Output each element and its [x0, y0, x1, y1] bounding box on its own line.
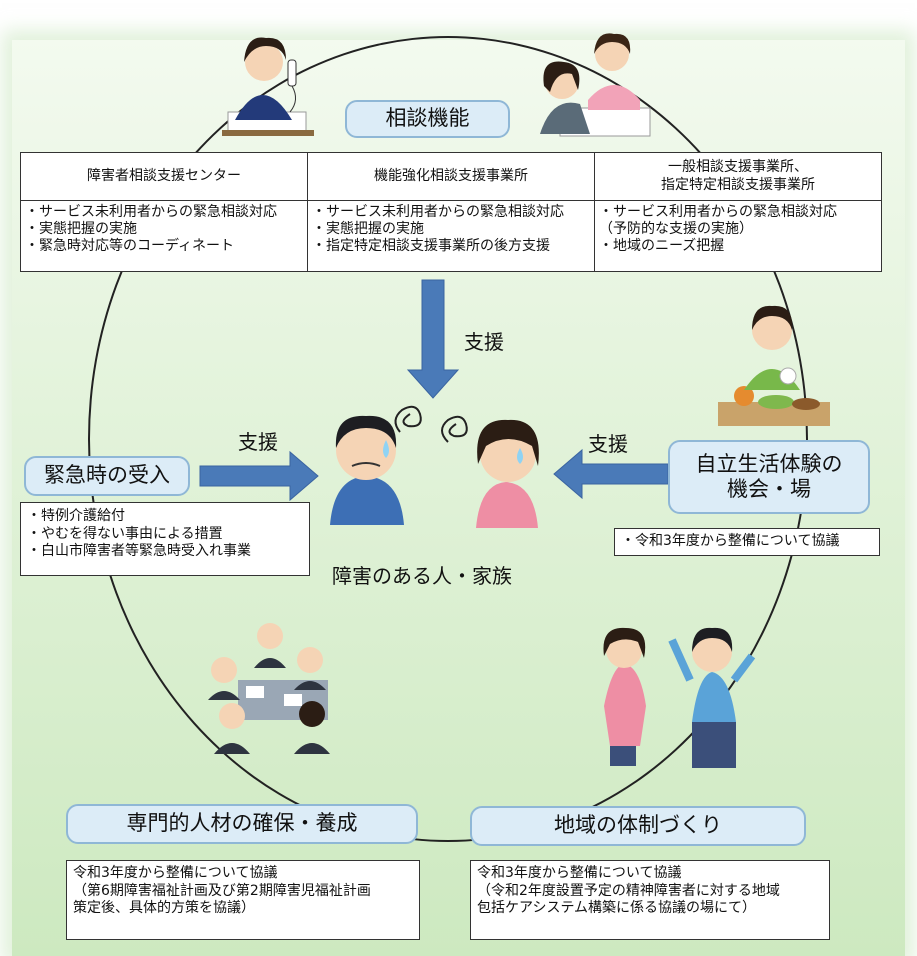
emergency-acceptance-title: 緊急時の受入 — [24, 456, 190, 496]
worried-woman-illustration — [476, 419, 539, 528]
column-items: ・サービス未利用者からの緊急相談対応 ・実態把握の実施 ・緊急時対応等のコーディ… — [20, 200, 308, 272]
list-item: ・特例介護給付 — [27, 508, 125, 524]
list-item: ・実態把握の実施 — [312, 221, 424, 238]
list-item: ・サービス未利用者からの緊急相談対応 — [312, 204, 564, 220]
worried-man-illustration — [330, 415, 404, 525]
emergency-acceptance-box: ・特例介護給付 ・やむを得ない事由による措置 ・白山市障害者等緊急時受入れ事業 — [20, 502, 310, 576]
column-items: ・サービス利用者からの緊急相談対応 （予防的な支援の実施） ・地域のニーズ把握 — [594, 200, 882, 272]
arrow-left-support — [553, 448, 669, 500]
list-item: ・実態把握の実施 — [25, 221, 137, 238]
independent-living-title: 自立生活体験の 機会・場 — [668, 440, 870, 514]
people-with-disabilities-label: 障害のある人・家族 — [332, 564, 512, 588]
column-items: ・サービス未利用者からの緊急相談対応 ・実態把握の実施 ・指定特定相談支援事業所… — [307, 200, 595, 272]
arrow-right-support — [199, 450, 319, 502]
support-cycle-circle — [88, 36, 808, 842]
list-item: ・地域のニーズ把握 — [599, 238, 725, 255]
consult-function-title: 相談機能 — [345, 100, 510, 138]
phone-operator-illustration — [222, 37, 314, 136]
meeting-group-illustration — [208, 623, 330, 754]
list-item: ・指定特定相談支援事業所の後方支援 — [312, 238, 550, 255]
column-header: 機能強化相談支援事業所 — [307, 152, 595, 201]
list-item: （予防的な支援の実施） — [599, 221, 753, 238]
list-item: ・サービス未利用者からの緊急相談対応 — [25, 204, 277, 220]
support-label-left: 支援 — [238, 430, 278, 454]
column-header: 障害者相談支援センター — [20, 152, 308, 201]
list-item: ・やむを得ない事由による措置 — [27, 525, 223, 542]
community-system-note: 令和3年度から整備について協議 （令和2年度設置予定の精神障害者に対する地域 包… — [470, 860, 830, 940]
list-item: ・緊急時対応等のコーディネート — [25, 238, 235, 255]
specialist-personnel-note: 令和3年度から整備について協議 （第6期障害福祉計画及び第2期障害児福祉計画 策… — [66, 860, 420, 940]
support-label-right: 支援 — [588, 432, 628, 456]
consult-agencies-table: 障害者相談支援センター 機能強化相談支援事業所 一般相談支援事業所、 指定特定相… — [20, 152, 882, 272]
list-item: ・白山市障害者等緊急時受入れ事業 — [27, 543, 251, 559]
community-system-title: 地域の体制づくり — [470, 806, 806, 846]
cheering-pair-illustration — [603, 627, 756, 768]
list-item: ・サービス利用者からの緊急相談対応 — [599, 204, 837, 220]
counseling-pair-illustration — [540, 33, 651, 137]
column-header: 一般相談支援事業所、 指定特定相談支援事業所 — [594, 152, 882, 201]
arrow-down-support — [406, 279, 460, 399]
specialist-personnel-title: 専門的人材の確保・養成 — [66, 804, 418, 844]
worry-squiggle-icon — [394, 405, 468, 443]
eating-man-illustration — [718, 305, 830, 426]
support-label-top: 支援 — [464, 330, 504, 354]
independent-living-note: ・令和3年度から整備について協議 — [614, 528, 880, 556]
